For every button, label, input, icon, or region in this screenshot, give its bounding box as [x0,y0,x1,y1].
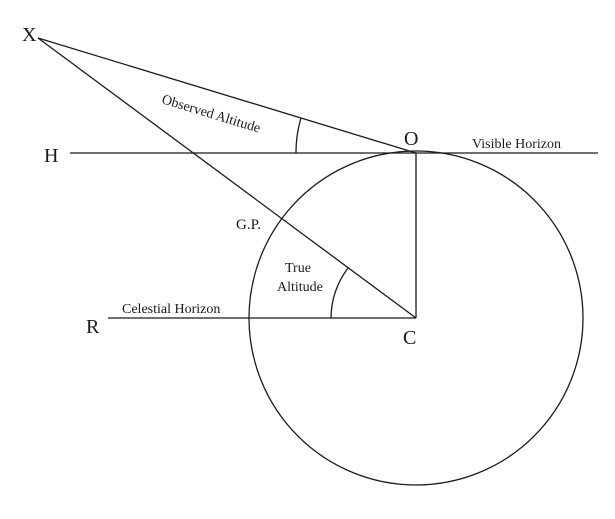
observed-altitude-arc [295,117,302,154]
point-c-label: C [403,327,416,349]
point-x-label: X [22,24,37,46]
visible-horizon-label: Visible Horizon [472,137,561,152]
point-gp-label: G.P. [236,217,261,233]
observed-altitude-label: Observed Altitude [160,92,262,136]
point-o-label: O [404,128,418,150]
true-altitude-label-line1: True [285,261,311,276]
true-altitude-arc [330,267,349,319]
sight-line-xc [37,37,417,319]
true-altitude-label-line2: Altitude [277,280,323,295]
point-h-label: H [44,145,58,167]
celestial-horizon-label: Celestial Horizon [122,302,220,317]
point-r-label: R [86,316,100,338]
sight-line-xo [37,37,417,154]
